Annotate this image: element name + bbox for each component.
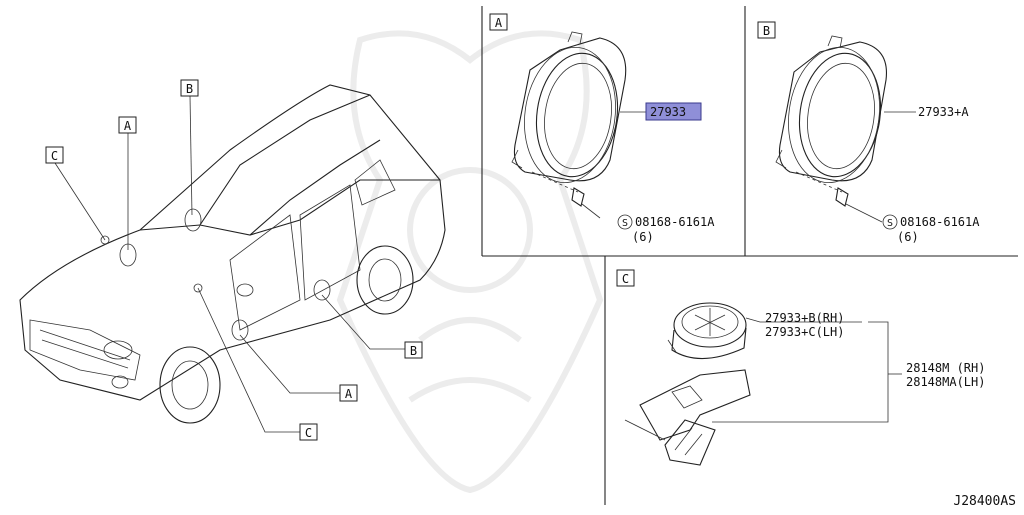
screw-qty-b: (6) — [897, 230, 919, 244]
panel-b-label-box — [757, 21, 776, 39]
watermark-emblem — [336, 30, 604, 494]
callout-a-side[interactable]: A — [339, 384, 358, 402]
svg-text:B: B — [186, 82, 193, 96]
panel-b: B 27933+A S 08168-6161A (6) — [757, 21, 980, 244]
panel-a-label: A — [495, 16, 503, 30]
part-27933-label: 27933 — [650, 105, 686, 119]
screw-symbol-b: S — [887, 218, 893, 229]
part-28148ma-label: 28148MA(LH) — [906, 375, 985, 389]
part-27933a-label: 27933+A — [918, 105, 969, 119]
panel-a-label-box — [489, 13, 508, 31]
svg-text:B: B — [410, 344, 417, 358]
callout-c-bottom[interactable]: C — [299, 423, 318, 441]
panel-frames — [481, 6, 1018, 505]
screw-qty-a: (6) — [632, 230, 654, 244]
callout-b-side[interactable]: B — [404, 341, 423, 359]
callout-c-top[interactable]: C — [45, 146, 64, 164]
part-27933b-label: 27933+B(RH) — [765, 311, 844, 325]
screw-part-b: 08168-6161A — [900, 215, 980, 229]
part-27933c-label: 27933+C(LH) — [765, 325, 844, 339]
panel-b-label: B — [763, 24, 770, 38]
svg-text:A: A — [124, 119, 132, 133]
svg-text:A: A — [345, 387, 353, 401]
speaker-b-drawing — [775, 35, 888, 223]
svg-text:C: C — [305, 426, 312, 440]
part-28148m-label: 28148M (RH) — [906, 361, 985, 375]
bracket-drawing — [624, 369, 751, 466]
panel-a: A 27933 S 08168-6161A (6) — [489, 13, 715, 244]
speaker-a-drawing — [511, 31, 627, 219]
screw-part-a: 08168-6161A — [635, 215, 715, 229]
callout-a-top[interactable]: A — [118, 116, 137, 134]
panel-c: C 27933+B(RH) 27933+C(LH) 28148M (RH) 28… — [616, 269, 985, 466]
diagram-code: J28400AS — [953, 494, 1016, 509]
vehicle-illustration — [19, 84, 446, 424]
callout-b-top[interactable]: B — [180, 79, 199, 97]
svg-text:C: C — [51, 149, 58, 163]
vehicle-leaders — [54, 95, 405, 433]
panel-c-label: C — [622, 272, 629, 286]
screw-symbol-a: S — [622, 218, 628, 229]
part-27933-highlight — [645, 102, 702, 121]
tweeter-drawing — [667, 302, 747, 360]
panel-c-label-box — [616, 269, 635, 287]
